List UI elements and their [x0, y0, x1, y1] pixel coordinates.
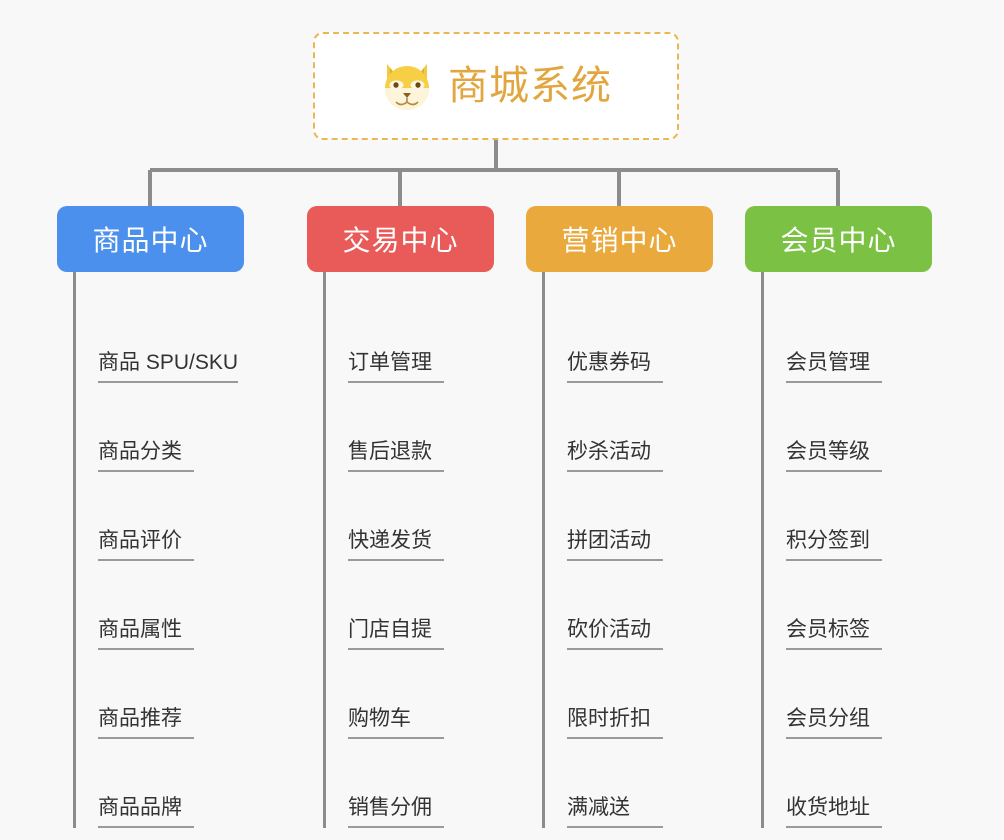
leaf-label: 砍价活动: [567, 618, 663, 650]
leaf-label: 拼团活动: [567, 529, 663, 561]
leaf-trunk-2: [323, 272, 326, 828]
leaf-label: 订单管理: [348, 351, 444, 383]
leaf-label: 商品分类: [98, 440, 194, 472]
leaf-list-4: 会员管理 会员等级 积分签到 会员标签 会员分组 收货地址: [745, 272, 932, 828]
leaf-trunk-1: [73, 272, 76, 828]
leaf-label: 商品 SPU/SKU: [98, 351, 239, 383]
branch-header-1[interactable]: 商品中心: [57, 206, 244, 272]
leaf-item[interactable]: 商品分类: [73, 383, 244, 472]
root-title: 商城系统: [448, 64, 612, 108]
leaf-item[interactable]: 门店自提: [323, 561, 494, 650]
leaf-label: 积分签到: [786, 529, 882, 561]
branch-header-2[interactable]: 交易中心: [307, 206, 494, 272]
leaf-item[interactable]: 砍价活动: [542, 561, 713, 650]
leaf-label: 门店自提: [348, 618, 444, 650]
branch-header-3[interactable]: 营销中心: [526, 206, 713, 272]
leaf-label: 会员管理: [786, 351, 882, 383]
leaf-item[interactable]: 商品品牌: [73, 739, 244, 828]
branch-column-3: 营销中心 优惠券码 秒杀活动 拼团活动 砍价活动 限时折扣 满减送: [526, 206, 713, 828]
leaf-item[interactable]: 会员分组: [761, 650, 932, 739]
leaf-label: 会员标签: [786, 618, 882, 650]
leaf-label: 会员分组: [786, 707, 882, 739]
leaf-label: 满减送: [567, 796, 663, 828]
leaf-item[interactable]: 拼团活动: [542, 472, 713, 561]
branch-column-4: 会员中心 会员管理 会员等级 积分签到 会员标签 会员分组 收货地址: [745, 206, 932, 828]
leaf-label: 商品推荐: [98, 707, 194, 739]
leaf-trunk-4: [761, 272, 764, 828]
leaf-list-3: 优惠券码 秒杀活动 拼团活动 砍价活动 限时折扣 满减送: [526, 272, 713, 828]
leaf-label: 秒杀活动: [567, 440, 663, 472]
leaf-label: 快递发货: [348, 529, 444, 561]
leaf-label: 商品品牌: [98, 796, 194, 828]
leaf-item[interactable]: 会员管理: [761, 294, 932, 383]
leaf-item[interactable]: 商品评价: [73, 472, 244, 561]
leaf-list-2: 订单管理 售后退款 快递发货 门店自提 购物车 销售分佣: [307, 272, 494, 828]
branch-column-1: 商品中心 商品 SPU/SKU 商品分类 商品评价 商品属性 商品推荐 商品品牌: [57, 206, 244, 828]
leaf-item[interactable]: 会员等级: [761, 383, 932, 472]
leaf-item[interactable]: 满减送: [542, 739, 713, 828]
leaf-label: 售后退款: [348, 440, 444, 472]
leaf-label: 商品属性: [98, 618, 194, 650]
leaf-label: 销售分佣: [348, 796, 444, 828]
leaf-item[interactable]: 商品属性: [73, 561, 244, 650]
leaf-item[interactable]: 快递发货: [323, 472, 494, 561]
leaf-trunk-3: [542, 272, 545, 828]
leaf-label: 优惠券码: [567, 351, 663, 383]
leaf-item[interactable]: 订单管理: [323, 294, 494, 383]
leaf-label: 购物车: [348, 707, 444, 739]
branch-header-4[interactable]: 会员中心: [745, 206, 932, 272]
leaf-item[interactable]: 销售分佣: [323, 739, 494, 828]
leaf-item[interactable]: 商品推荐: [73, 650, 244, 739]
leaf-item[interactable]: 限时折扣: [542, 650, 713, 739]
leaf-item[interactable]: 会员标签: [761, 561, 932, 650]
branch-column-2: 交易中心 订单管理 售后退款 快递发货 门店自提 购物车 销售分佣: [307, 206, 494, 828]
leaf-item[interactable]: 售后退款: [323, 383, 494, 472]
leaf-item[interactable]: 购物车: [323, 650, 494, 739]
leaf-item[interactable]: 商品 SPU/SKU: [73, 294, 244, 383]
leaf-item[interactable]: 秒杀活动: [542, 383, 713, 472]
leaf-item[interactable]: 收货地址: [761, 739, 932, 828]
leaf-label: 会员等级: [786, 440, 882, 472]
leaf-label: 限时折扣: [567, 707, 663, 739]
leaf-item[interactable]: 积分签到: [761, 472, 932, 561]
leaf-label: 收货地址: [786, 796, 882, 828]
root-node[interactable]: 商城系统: [313, 32, 679, 140]
leaf-label: 商品评价: [98, 529, 194, 561]
leaf-list-1: 商品 SPU/SKU 商品分类 商品评价 商品属性 商品推荐 商品品牌: [57, 272, 244, 828]
shiba-dog-emoji: [380, 60, 434, 112]
leaf-item[interactable]: 优惠券码: [542, 294, 713, 383]
